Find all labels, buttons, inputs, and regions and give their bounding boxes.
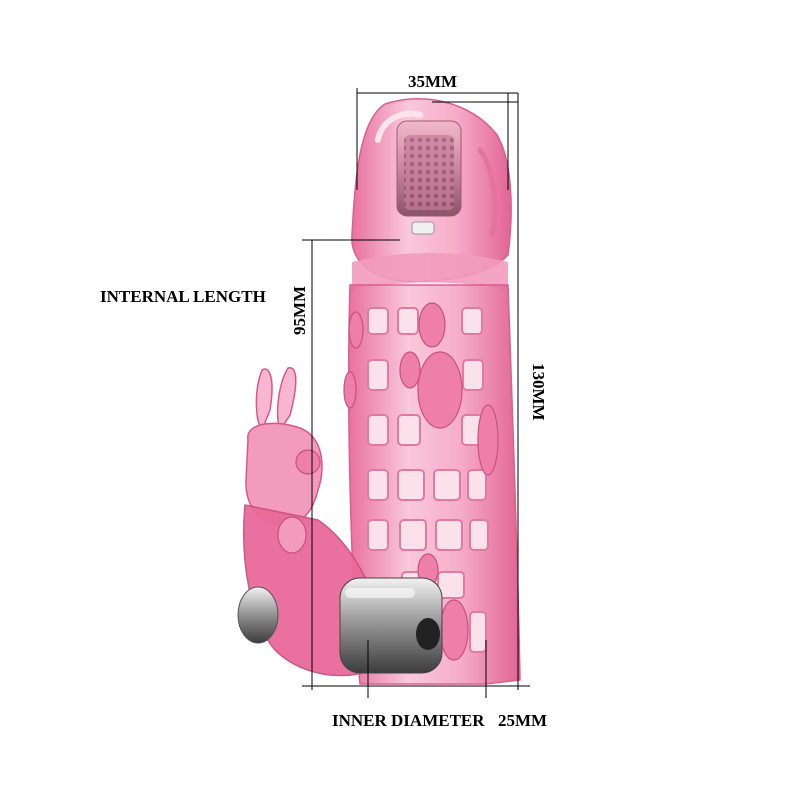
internal-length-value: 95MM bbox=[290, 285, 309, 335]
dimension-lines bbox=[302, 88, 530, 698]
texture-nubs bbox=[343, 302, 499, 661]
bullet-vibrator bbox=[237, 577, 443, 674]
inner-diameter-value: 25MM bbox=[498, 711, 548, 730]
lattice-holes bbox=[367, 307, 489, 653]
internal-length-label: INTERNAL LENGTH bbox=[100, 287, 266, 306]
top-width-label: 35MM bbox=[408, 72, 458, 91]
total-length-value: 130MM bbox=[529, 363, 548, 421]
inner-diameter-label: INNER DIAMETER bbox=[332, 711, 485, 730]
